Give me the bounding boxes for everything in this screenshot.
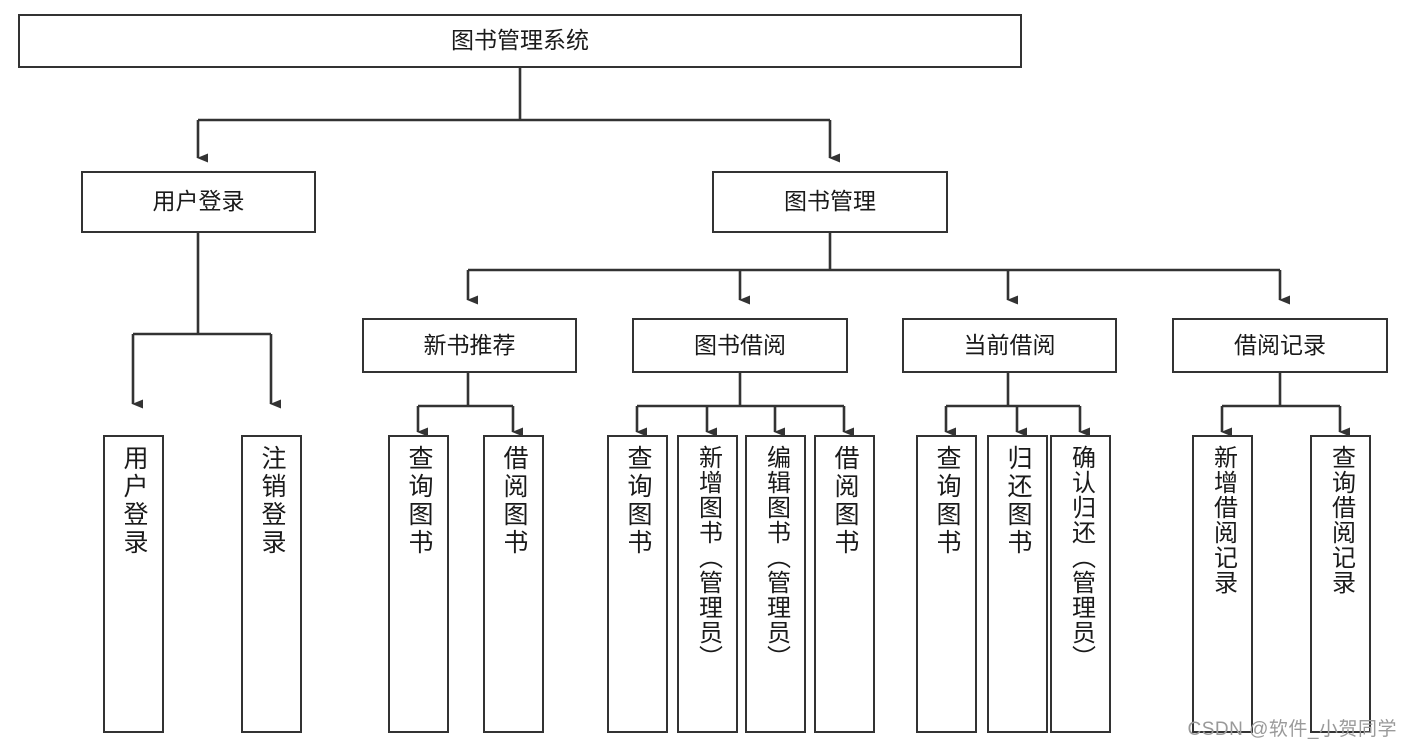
- leaf-add-book-admin[interactable]: 新增图书（管理员）: [677, 435, 738, 733]
- leaf-edit-book-admin[interactable]: 编辑图书（管理员）: [745, 435, 806, 733]
- leaf-query-book-current[interactable]: 查询图书: [916, 435, 977, 733]
- node-label: 新增图书（管理员）: [694, 445, 722, 670]
- leaf-add-borrow-record[interactable]: 新增借阅记录: [1192, 435, 1253, 733]
- node-label: 借阅图书: [831, 445, 859, 557]
- leaf-logout-login[interactable]: 注销登录: [241, 435, 302, 733]
- node-label: 借阅图书: [500, 445, 528, 557]
- leaf-query-borrow-record[interactable]: 查询借阅记录: [1310, 435, 1371, 733]
- node-label: 图书借阅: [694, 331, 786, 358]
- leaf-borrow-book-recommend[interactable]: 借阅图书: [483, 435, 544, 733]
- node-label: 新增借阅记录: [1209, 445, 1237, 595]
- node-label: 查询图书: [624, 445, 652, 557]
- node-label: 注销登录: [258, 445, 286, 557]
- node-label: 查询图书: [933, 445, 961, 557]
- node-label: 归还图书: [1004, 445, 1032, 557]
- node-label: 确认归还（管理员）: [1067, 445, 1095, 670]
- leaf-query-book-recommend[interactable]: 查询图书: [388, 435, 449, 733]
- node-label: 借阅记录: [1234, 331, 1326, 358]
- leaf-borrow-book[interactable]: 借阅图书: [814, 435, 875, 733]
- node-user-login[interactable]: 用户登录: [81, 171, 316, 233]
- node-label: 查询借阅记录: [1327, 445, 1355, 595]
- node-root-book-management-system[interactable]: 图书管理系统: [18, 14, 1022, 68]
- watermark-text: CSDN @软件_小贺同学: [1187, 719, 1397, 740]
- leaf-return-book[interactable]: 归还图书: [987, 435, 1048, 733]
- leaf-confirm-return-admin[interactable]: 确认归还（管理员）: [1050, 435, 1111, 733]
- node-new-book-recommend[interactable]: 新书推荐: [362, 318, 577, 373]
- node-label: 编辑图书（管理员）: [762, 445, 790, 670]
- node-book-management[interactable]: 图书管理: [712, 171, 948, 233]
- leaf-query-book-borrow[interactable]: 查询图书: [607, 435, 668, 733]
- node-label: 图书管理: [784, 188, 876, 215]
- leaf-user-login[interactable]: 用户登录: [103, 435, 164, 733]
- node-borrow-record[interactable]: 借阅记录: [1172, 318, 1388, 373]
- node-label: 用户登录: [120, 445, 148, 557]
- node-label: 图书管理系统: [451, 27, 589, 54]
- node-current-borrow[interactable]: 当前借阅: [902, 318, 1117, 373]
- node-label: 查询图书: [405, 445, 433, 557]
- node-label: 当前借阅: [963, 331, 1056, 358]
- node-label: 用户登录: [152, 188, 245, 215]
- node-label: 新书推荐: [423, 331, 516, 358]
- node-book-borrow[interactable]: 图书借阅: [632, 318, 848, 373]
